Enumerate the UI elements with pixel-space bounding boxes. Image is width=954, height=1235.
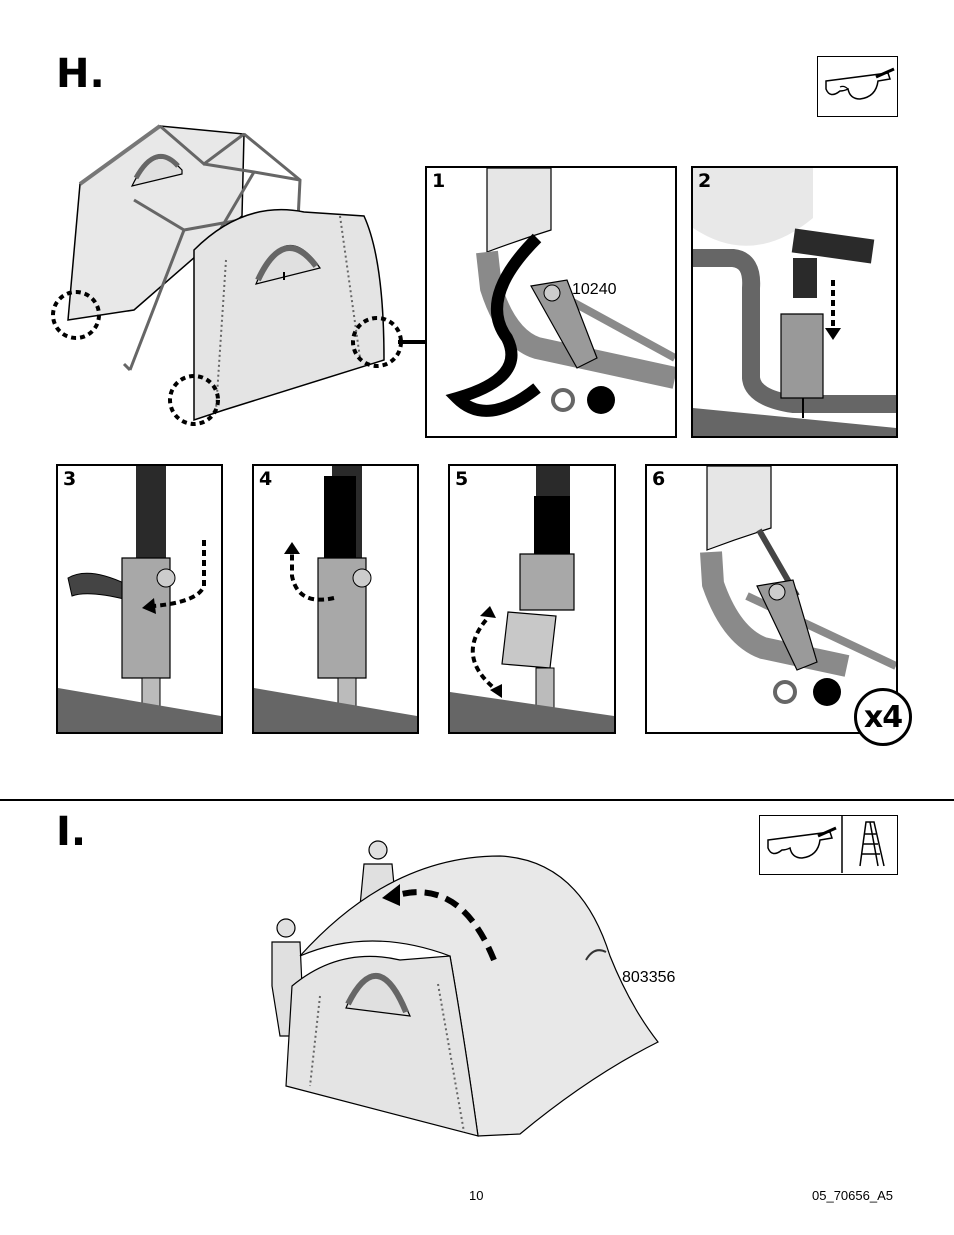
- ratchet-strap-illustration: [427, 168, 675, 436]
- cover-installation-illustration: [250, 836, 670, 1152]
- step-number: 1: [432, 170, 445, 192]
- shed-frame-illustration: [44, 120, 414, 430]
- ratchet-step-5-illustration: [450, 466, 614, 732]
- step-panel-4: 4: [252, 464, 419, 734]
- step-number: 4: [259, 468, 272, 490]
- repeat-count-badge: x4: [854, 688, 912, 746]
- part-number-callout: 10240: [572, 281, 617, 299]
- step-panel-1: 1 10240: [425, 166, 677, 438]
- ratchet-threading-illustration: [693, 168, 896, 436]
- ratchet-step-4-illustration: [254, 466, 417, 732]
- tool-icons-box: [759, 815, 898, 875]
- ratchet-secured-illustration: [647, 466, 896, 732]
- step-number: 2: [698, 170, 711, 192]
- section-divider: [0, 799, 954, 801]
- safety-glasses-icon: [818, 57, 896, 115]
- safety-glasses-icon: [768, 828, 836, 858]
- step-number: 3: [63, 468, 76, 490]
- ratchet-step-3-illustration: [58, 466, 221, 732]
- step-panel-3: 3: [56, 464, 223, 734]
- part-number-callout: 803356: [622, 969, 675, 987]
- step-ladder-icon: [860, 822, 884, 866]
- step-panel-5: 5: [448, 464, 616, 734]
- section-i-heading: I.: [56, 812, 86, 852]
- section-h-heading: H.: [56, 54, 105, 94]
- safety-glasses-icon-box: [817, 56, 898, 117]
- step-panel-6: 6: [645, 464, 898, 734]
- step-panel-2: 2: [691, 166, 898, 438]
- tool-icons: [760, 816, 896, 873]
- repeat-count: x4: [864, 700, 902, 735]
- step-number: 6: [652, 468, 665, 490]
- document-code: 05_70656_A5: [812, 1188, 893, 1203]
- step-number: 5: [455, 468, 468, 490]
- page-number: 10: [469, 1188, 483, 1203]
